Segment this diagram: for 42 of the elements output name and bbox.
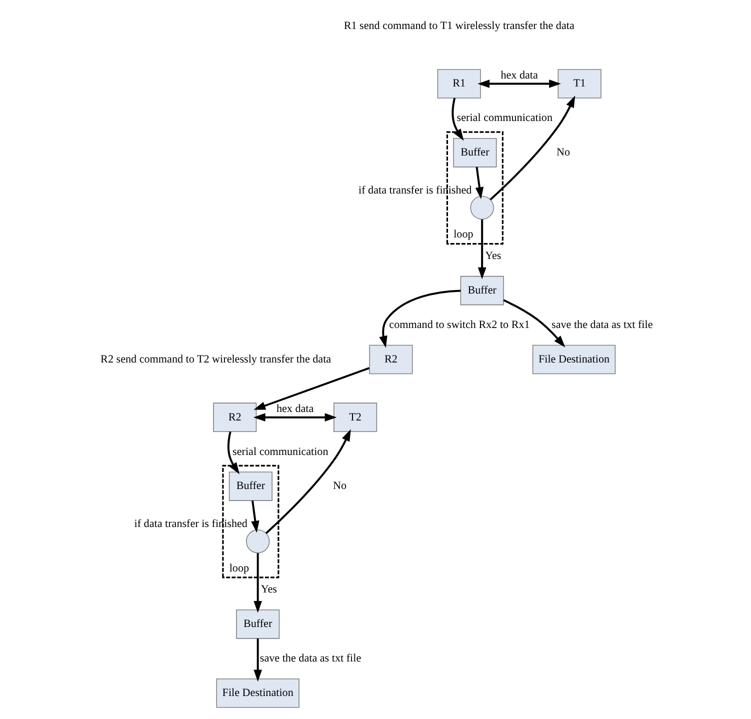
edge-label: command to switch Rx2 to Rx1 [389,318,530,331]
edge-label: No [333,480,347,492]
node-circle [470,196,494,220]
node-box: Buffer [460,276,504,306]
label: R2 send command to T2 wirelessly transfer the data [100,353,332,366]
arrow [254,553,262,613]
arrow [490,96,576,200]
edge-label: No [556,146,570,159]
edge-label: Yes [260,584,277,596]
arrow [251,500,260,533]
node-box: Buffer [228,472,272,501]
arrow [475,166,484,200]
arrow [478,80,561,88]
node-box: Buffer [236,610,280,639]
edge-label: serial communication [232,446,328,458]
node-box: R1 [437,69,481,98]
node-box: R2 [369,344,413,374]
edge-label: hex data [500,69,538,82]
node-box: File Destination [532,344,616,374]
arrow [452,98,464,141]
arrow [254,638,262,682]
arrow [227,431,240,474]
arrow [379,290,461,348]
edge-label: hex data [276,402,314,415]
node-label: if data transfer is finished [134,518,248,530]
edge-label: serial communication [456,112,553,124]
edge-label: Yes [485,250,502,262]
node-box: R2 [213,402,257,432]
node-box: T1 [558,69,602,98]
edge-label: save the data as txt file [260,652,362,665]
node-box: Buffer [453,138,497,168]
node-label: if data transfer is finished [358,184,472,196]
label: R1 send command to T1 wirelessly transfer the data [344,20,574,32]
node-circle [246,529,270,554]
node-box: File Destination [216,678,300,708]
arrow [253,413,337,422]
edge-label: save the data as txt file [552,318,653,331]
arrow [478,220,486,280]
arrow [265,429,351,534]
node-box: T2 [334,402,378,432]
arrow [254,367,370,410]
arrow [503,299,566,348]
